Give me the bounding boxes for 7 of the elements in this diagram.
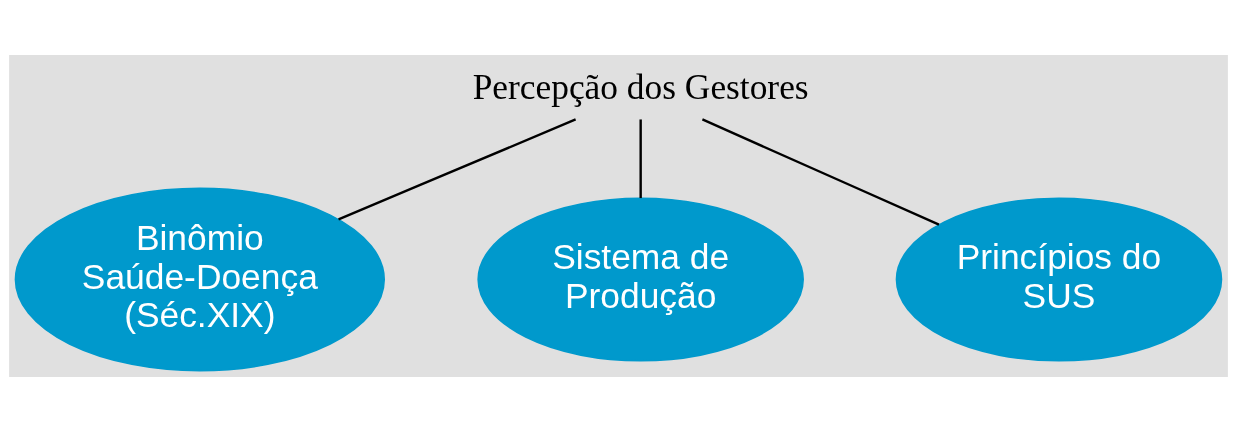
node-ellipse: Binômio Saúde-Doença (Séc.XIX) xyxy=(14,187,385,372)
node-ellipse: Sistema de Produção xyxy=(477,197,804,362)
connector xyxy=(639,119,642,199)
node-ellipse: Princípios do SUS xyxy=(895,197,1223,362)
connector xyxy=(338,118,577,221)
connector xyxy=(701,118,940,226)
node-text: Percepção dos Gestores xyxy=(472,67,809,108)
